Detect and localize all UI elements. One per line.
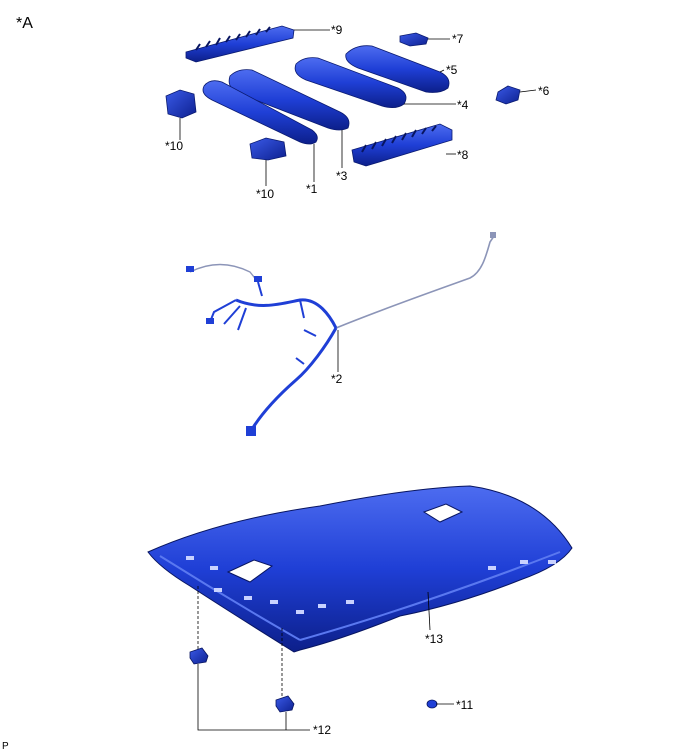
part-10-bracket-lower — [249, 137, 287, 161]
callout-10-left: *10 — [165, 139, 184, 153]
leader-line-13 — [427, 591, 431, 631]
callout-8: *8 — [457, 148, 469, 162]
leader-lines-top — [179, 29, 537, 186]
callout-3: *3 — [336, 169, 348, 183]
callout-10-lower: *10 — [256, 187, 275, 201]
part-13-headliner — [147, 485, 573, 653]
callout-11: *11 — [456, 698, 474, 712]
footer-code: P — [2, 741, 9, 752]
part-7-clip — [399, 32, 429, 47]
callout-12: *12 — [313, 723, 332, 737]
callout-4: *4 — [457, 98, 469, 112]
part-5-rear-pad — [345, 45, 450, 93]
part-12-clip-right — [275, 695, 295, 713]
view-label: *A — [16, 15, 33, 32]
callout-5: *5 — [446, 63, 458, 77]
part-6-bracket — [495, 85, 521, 105]
part-8-rear-absorber — [351, 123, 453, 167]
part-12-clip-left — [189, 647, 209, 665]
part-10-bracket-left — [165, 89, 197, 119]
callout-13: *13 — [425, 632, 444, 646]
callout-9: *9 — [331, 23, 343, 37]
part-1-pad — [202, 80, 318, 145]
part-11-clip — [426, 699, 438, 709]
part-9-front-absorber — [185, 25, 295, 63]
part-2-wire-harness — [186, 232, 496, 436]
callout-6: *6 — [538, 84, 550, 98]
callout-1: *1 — [306, 182, 318, 196]
callout-2: *2 — [331, 372, 343, 386]
callout-7: *7 — [452, 32, 464, 46]
leader-line-12 — [197, 664, 310, 731]
